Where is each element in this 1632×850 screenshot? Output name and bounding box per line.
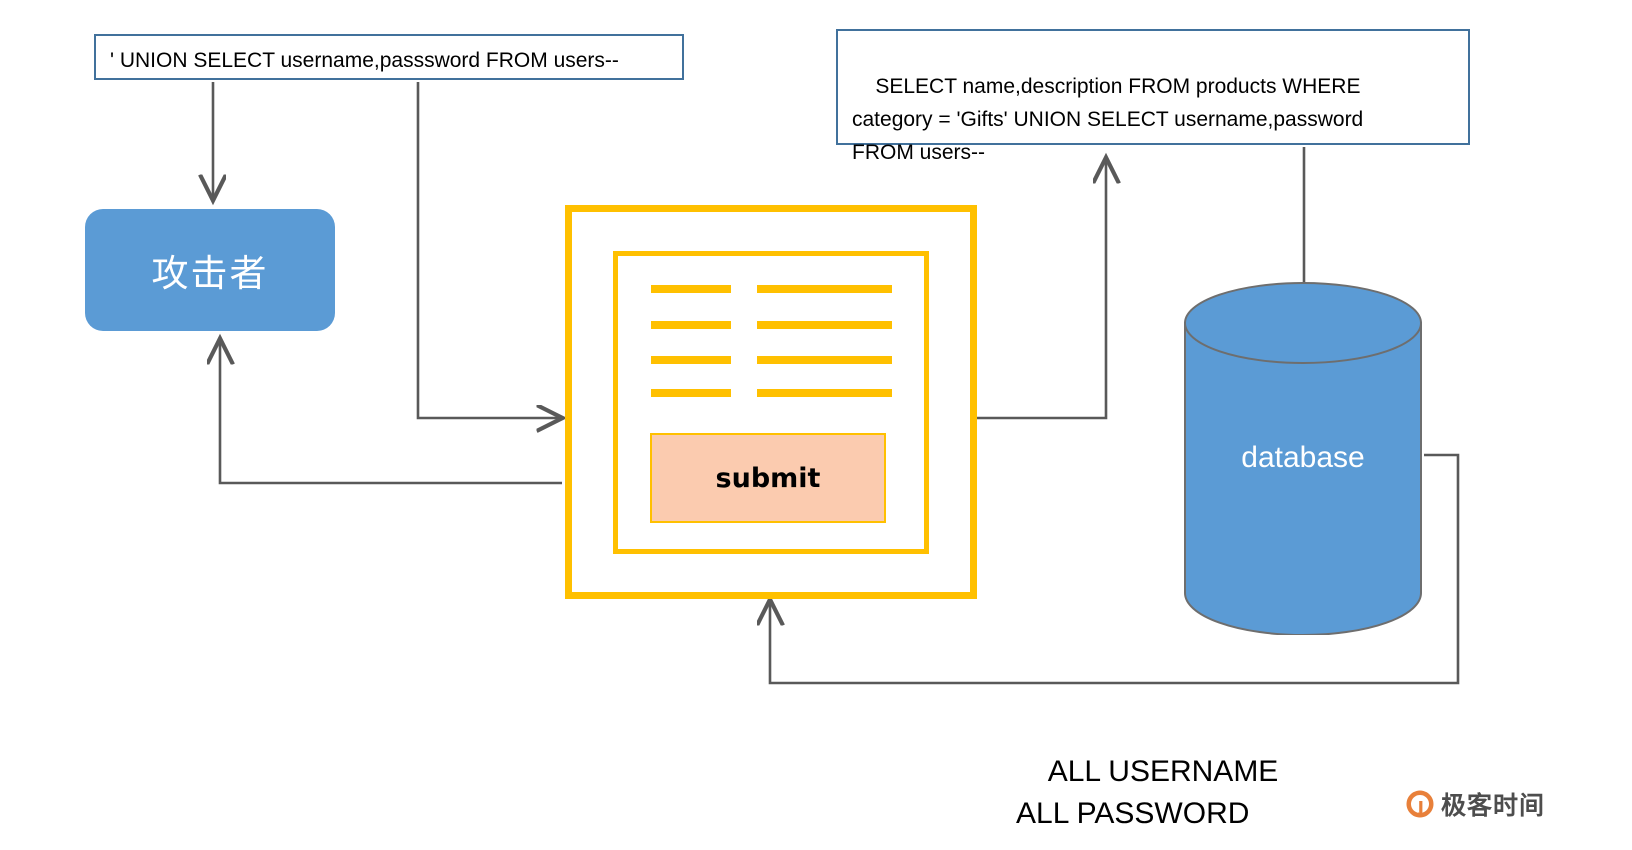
injection-payload-text: ' UNION SELECT username,passsword FROM u… bbox=[110, 49, 619, 72]
connector-form-to-server-query bbox=[977, 160, 1106, 420]
form-field-bar-left-3 bbox=[651, 356, 731, 364]
form-field-bar-right-3 bbox=[757, 356, 892, 364]
result-caption: ALL USERNAME ALL PASSWORD bbox=[1016, 709, 1278, 850]
database-node: database bbox=[1183, 281, 1423, 635]
attacker-label: 攻击者 bbox=[151, 252, 269, 295]
connector-form-to-attacker bbox=[220, 341, 562, 485]
server-query-callout: SELECT name,description FROM products WH… bbox=[836, 29, 1470, 164]
injection-payload-callout: ' UNION SELECT username,passsword FROM u… bbox=[94, 34, 684, 80]
submit-button-label: submit bbox=[715, 462, 821, 494]
form-field-bar-right-1 bbox=[757, 285, 892, 293]
geektime-logo-icon bbox=[1406, 790, 1434, 818]
watermark-logo: 极客时间 bbox=[1405, 786, 1545, 822]
watermark-brand: 极客时间 bbox=[1441, 791, 1546, 820]
attacker-node: 攻击者 bbox=[85, 209, 335, 331]
result-caption-text: ALL USERNAME ALL PASSWORD bbox=[1016, 755, 1279, 830]
form-field-bar-right-2 bbox=[757, 321, 892, 329]
connector-payload-to-form bbox=[416, 82, 560, 418]
submit-button[interactable]: submit bbox=[650, 433, 886, 523]
form-field-bar-left-4 bbox=[651, 389, 731, 397]
form-field-bar-right-4 bbox=[757, 389, 892, 397]
form-field-bar-left-2 bbox=[651, 321, 731, 329]
server-query-text: SELECT name,description FROM products WH… bbox=[852, 75, 1364, 164]
database-cylinder-icon bbox=[1184, 282, 1422, 635]
form-field-bar-left-1 bbox=[651, 285, 731, 293]
